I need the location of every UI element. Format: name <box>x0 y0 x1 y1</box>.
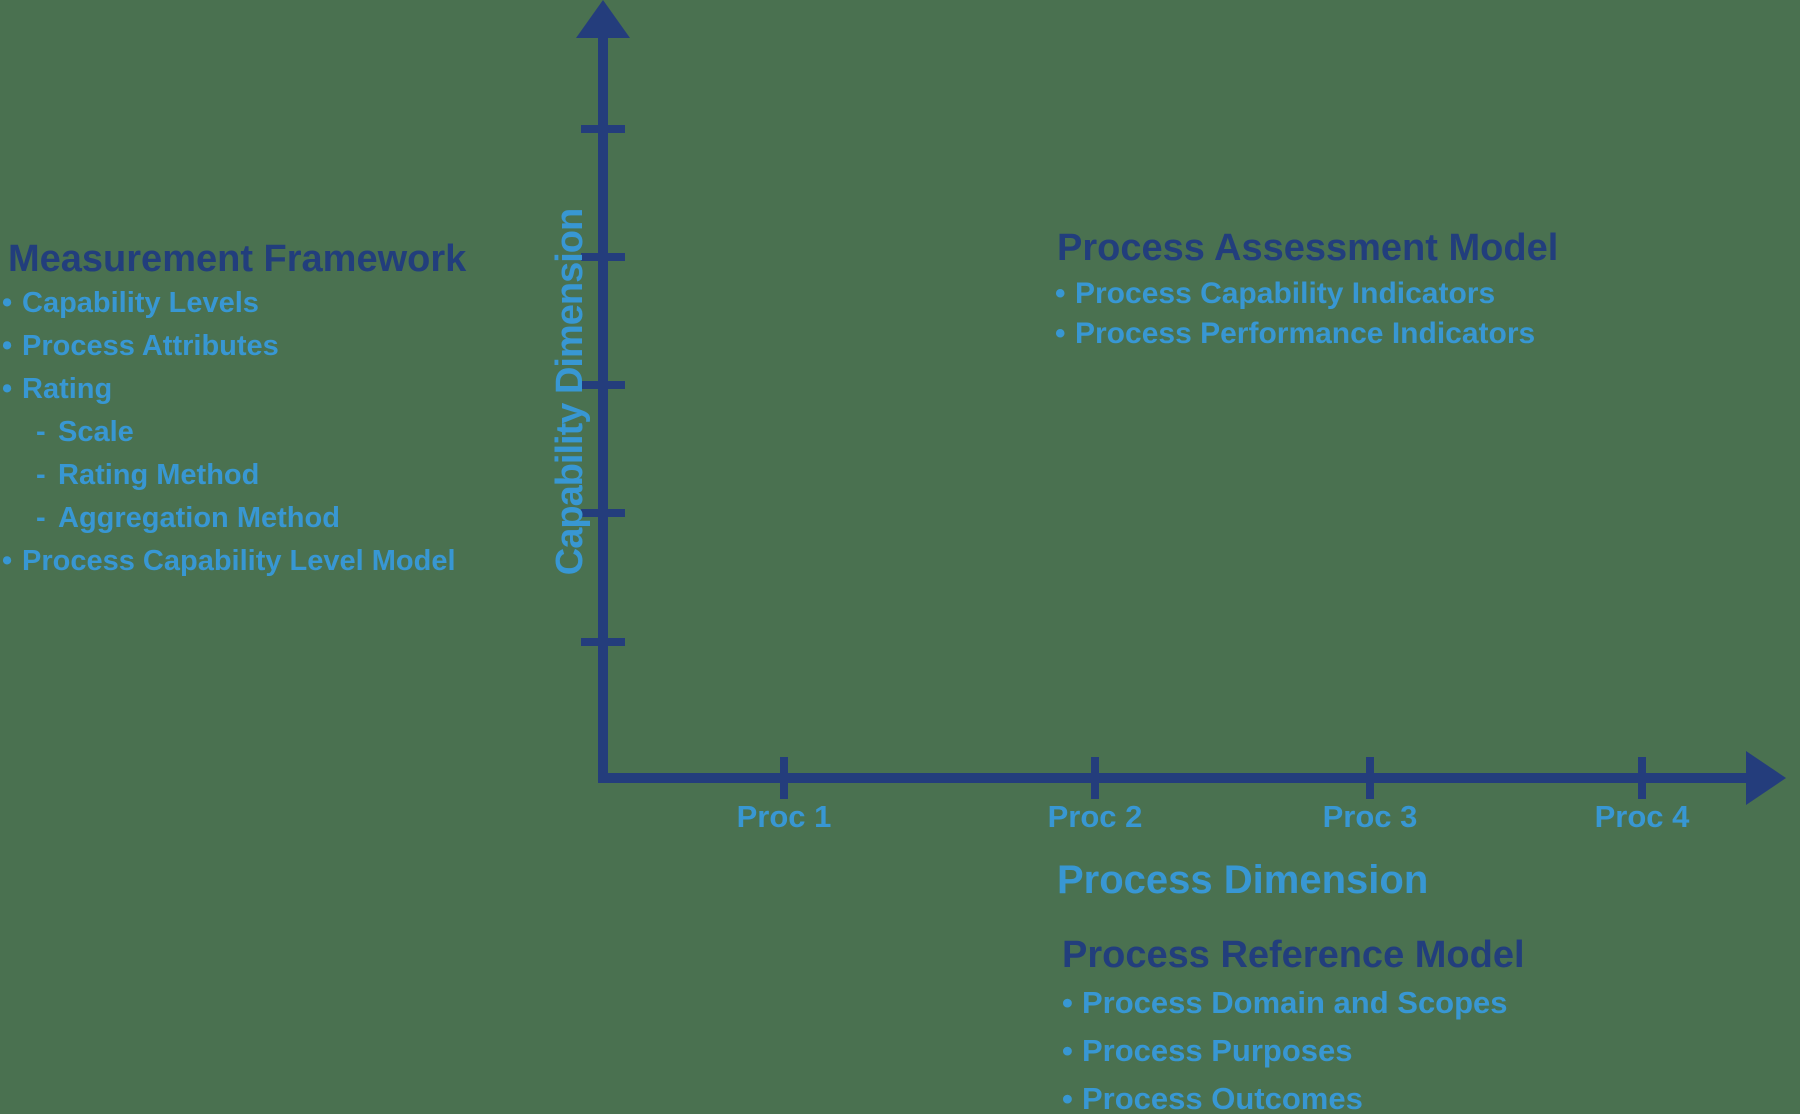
list-item-text: Process Performance Indicators <box>1075 317 1536 350</box>
list-item: • Process Purposes <box>1062 1027 1525 1075</box>
x-axis-tick <box>1638 757 1646 799</box>
y-axis-tick <box>581 125 625 133</box>
dash-marker: - <box>36 502 46 534</box>
dash-marker: - <box>36 416 46 448</box>
x-axis-tick <box>1366 757 1374 799</box>
y-axis-arrow-up-icon <box>576 0 630 38</box>
measurement-framework-block: Measurement Framework • Capability Levels… <box>2 240 466 583</box>
list-item-text: Scale <box>58 416 134 448</box>
list-item-text: Rating Method <box>58 459 260 491</box>
list-item-text: Process Outcomes <box>1082 1081 1363 1114</box>
x-axis-tick <box>780 757 788 799</box>
list-item: • Rating <box>2 368 466 411</box>
list-item-text: Capability Levels <box>22 287 259 319</box>
measurement-framework-list: • Capability Levels • Process Attributes •… <box>2 282 466 583</box>
x-axis-line <box>598 773 1748 783</box>
list-item-text: Rating <box>22 373 113 405</box>
list-item-text: Aggregation Method <box>58 502 340 534</box>
list-item: -Scale <box>36 411 466 454</box>
bullet-marker: • <box>2 373 13 405</box>
bullet-marker: • <box>2 287 13 319</box>
process-assessment-model-title: Process Assessment Model <box>1057 227 1559 269</box>
y-axis-title: Capability Dimension <box>549 208 591 576</box>
y-axis-tick <box>581 381 625 389</box>
y-axis-tick <box>581 509 625 517</box>
list-item: • Capability Levels <box>2 282 466 325</box>
list-item-text: Process Domain and Scopes <box>1082 985 1508 1020</box>
dash-marker: - <box>36 459 46 491</box>
list-item-text: Process Capability Indicators <box>1075 277 1496 310</box>
x-axis-tick-label: Proc 2 <box>1047 799 1143 834</box>
list-item: • Process Attributes <box>2 325 466 368</box>
bullet-marker: • <box>1062 985 1073 1020</box>
process-assessment-model-list: • Process Capability Indicators • Process … <box>1055 274 1558 354</box>
list-item-text: Process Capability Level Model <box>22 545 456 577</box>
bullet-marker: • <box>1055 317 1066 350</box>
process-assessment-model-block: Process Assessment Model • Process Capabi… <box>1055 228 1558 354</box>
list-item: • Process Outcomes <box>1062 1075 1525 1114</box>
bullet-marker: • <box>1055 277 1066 310</box>
process-reference-model-list: • Process Domain and Scopes • Process Purp… <box>1062 979 1525 1114</box>
list-item: • Process Capability Indicators <box>1055 274 1558 314</box>
x-axis-tick <box>1091 757 1099 799</box>
list-item: -Rating Method <box>36 454 466 497</box>
bullet-marker: • <box>2 330 13 362</box>
list-item: • Process Performance Indicators <box>1055 314 1558 354</box>
x-axis-title: Process Dimension <box>1057 858 1429 902</box>
bullet-marker: • <box>2 545 13 577</box>
bullet-marker: • <box>1062 1033 1073 1068</box>
y-axis-tick <box>581 253 625 261</box>
x-axis-tick-label: Proc 3 <box>1322 799 1418 834</box>
y-axis-line <box>598 30 608 783</box>
x-axis-tick-label: Proc 1 <box>736 799 832 834</box>
process-reference-model-block: Process Reference Model • Process Domain … <box>1062 935 1525 1114</box>
list-item-text: Process Purposes <box>1082 1033 1353 1068</box>
list-item: -Aggregation Method <box>36 497 466 540</box>
y-axis-tick <box>581 638 625 646</box>
list-item-text: Process Attributes <box>22 330 279 362</box>
list-item: • Process Domain and Scopes <box>1062 979 1525 1027</box>
x-axis-tick-label: Proc 4 <box>1594 799 1690 834</box>
measurement-framework-title: Measurement Framework <box>8 238 467 280</box>
list-item: • Process Capability Level Model <box>2 540 466 583</box>
bullet-marker: • <box>1062 1081 1073 1114</box>
process-reference-model-title: Process Reference Model <box>1062 934 1525 976</box>
x-axis-arrow-right-icon <box>1746 751 1786 805</box>
